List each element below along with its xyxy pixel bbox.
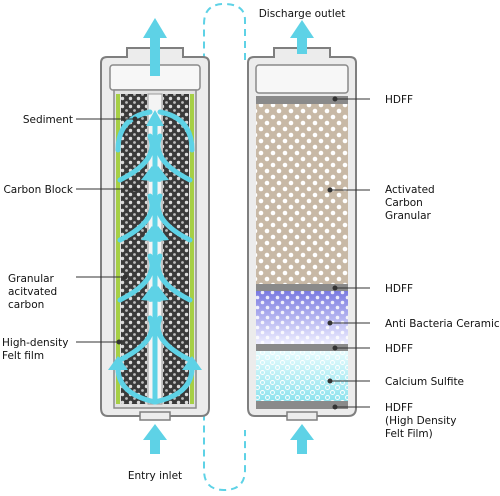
flow-loop-dashed	[203, 2, 246, 492]
left-bottom-neck	[139, 411, 171, 421]
label-hdff-mid2: HDFF	[385, 343, 413, 355]
label-activated-line1: Activated	[385, 184, 435, 196]
label-hdff-bottom-line3: Felt Film)	[385, 428, 433, 440]
label-entry-inlet: Entry inlet	[128, 470, 182, 482]
right-filter	[247, 20, 357, 454]
label-felt-line1: High-density	[2, 337, 68, 349]
left-filter	[100, 18, 210, 454]
inlet-arrow-right	[290, 424, 314, 454]
hdff-bottom-band	[256, 401, 348, 409]
inlet-arrow-left	[143, 424, 167, 454]
label-sediment: Sediment	[23, 114, 73, 126]
activated-carbon-layer	[256, 104, 348, 284]
label-hdff-bottom-line1: HDFF	[385, 402, 413, 414]
calcium-dots	[256, 351, 348, 401]
felt-strip-left	[116, 94, 120, 404]
outlet-arrow-left	[143, 18, 167, 76]
label-granular-line1: Granular	[8, 273, 55, 285]
label-anti-bacteria: Anti Bacteria Ceramic	[385, 318, 500, 330]
label-felt-line2: Felt film	[2, 350, 44, 362]
label-granular-line3: carbon	[8, 299, 44, 311]
label-hdff-mid1: HDFF	[385, 283, 413, 295]
label-calcium-sulfite: Calcium Sulfite	[385, 376, 464, 388]
label-granular-line2: acitvated	[8, 286, 57, 298]
hdff-mid-band-1	[256, 284, 348, 291]
leader-lines-left	[76, 116, 138, 345]
label-activated-line2: Carbon	[385, 197, 423, 209]
outlet-arrow-right	[290, 20, 314, 54]
hdff-mid-band-2	[256, 344, 348, 351]
label-hdff-top: HDFF	[385, 94, 413, 106]
ceramic-dots	[256, 291, 348, 344]
water-flow-arrowheads	[108, 110, 202, 370]
label-carbon-block: Carbon Block	[3, 184, 73, 196]
felt-strip-right	[190, 94, 194, 404]
leader-lines-right	[327, 96, 370, 410]
water-flow-arrows	[115, 109, 195, 405]
right-top-cap	[255, 64, 349, 94]
label-activated-line3: Granular	[385, 210, 432, 222]
label-hdff-bottom-line2: (High Density	[385, 415, 457, 427]
right-bottom-neck	[286, 411, 318, 421]
hdff-top-band	[256, 96, 348, 104]
label-discharge-outlet: Discharge outlet	[259, 8, 346, 20]
